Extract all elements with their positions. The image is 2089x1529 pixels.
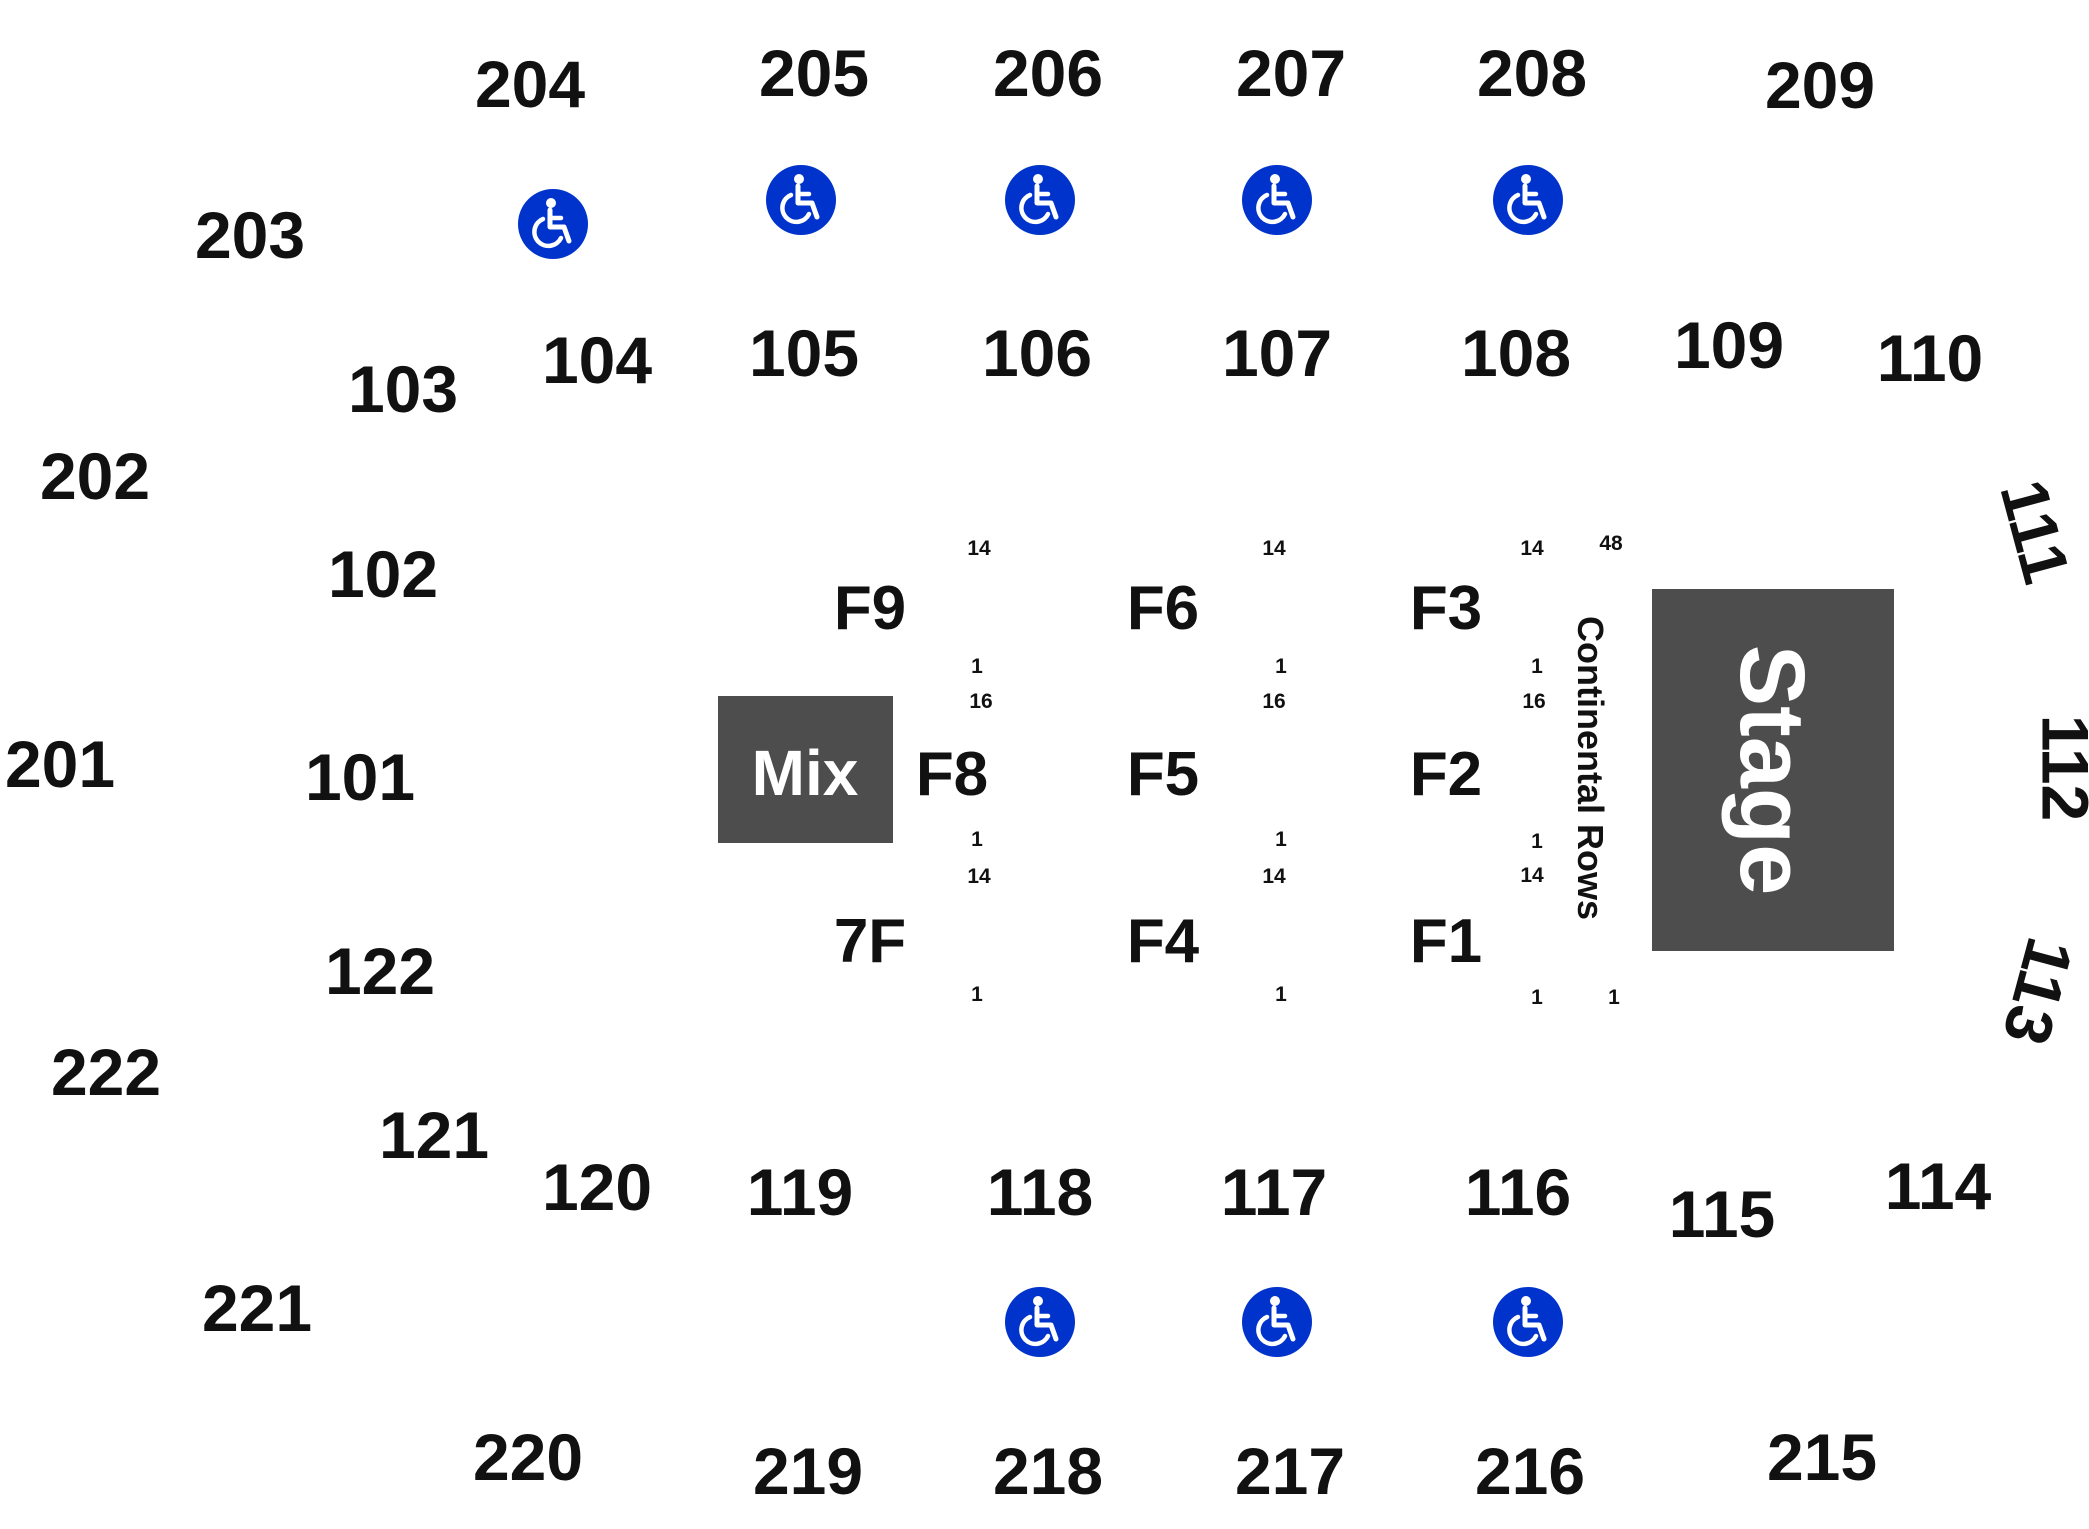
floor-section-f9[interactable]: F9 — [834, 574, 906, 643]
section-107[interactable]: 107 — [1222, 316, 1332, 390]
row-label: 1 — [1531, 830, 1543, 853]
floor-section-f6[interactable]: F6 — [1127, 574, 1199, 643]
floor-section-f2[interactable]: F2 — [1410, 740, 1482, 809]
section-218[interactable]: 218 — [993, 1434, 1103, 1508]
row-label: 16 — [1522, 690, 1545, 713]
stage-label: Stage — [1721, 645, 1823, 896]
row-label: 16 — [1262, 690, 1285, 713]
section-106[interactable]: 106 — [982, 316, 1092, 390]
wheelchair-icon — [1242, 1287, 1312, 1357]
section-216[interactable]: 216 — [1475, 1434, 1585, 1508]
section-116[interactable]: 116 — [1465, 1155, 1571, 1229]
floor-section-7f[interactable]: 7F — [834, 907, 906, 976]
section-121[interactable]: 121 — [379, 1098, 489, 1172]
section-105[interactable]: 105 — [749, 316, 859, 390]
section-104[interactable]: 104 — [542, 323, 652, 397]
wheelchair-icon — [1005, 165, 1075, 235]
row-label: 1 — [1275, 828, 1287, 851]
floor-section-f4[interactable]: F4 — [1127, 907, 1200, 976]
row-label: 16 — [969, 690, 992, 713]
section-207[interactable]: 207 — [1236, 36, 1346, 110]
section-203[interactable]: 203 — [195, 198, 305, 272]
row-label: 14 — [1520, 537, 1544, 560]
section-219[interactable]: 219 — [753, 1434, 863, 1508]
floor-section-f8[interactable]: F8 — [916, 740, 988, 809]
row-label: 14 — [1262, 537, 1286, 560]
floor-section-f3[interactable]: F3 — [1410, 574, 1482, 643]
section-209[interactable]: 209 — [1765, 48, 1875, 122]
section-110[interactable]: 110 — [1877, 321, 1983, 395]
section-102[interactable]: 102 — [328, 537, 438, 611]
wheelchair-icon — [1493, 165, 1563, 235]
section-108[interactable]: 108 — [1461, 316, 1571, 390]
section-101[interactable]: 101 — [305, 740, 415, 814]
section-220[interactable]: 220 — [473, 1420, 583, 1494]
section-119[interactable]: 119 — [747, 1155, 853, 1229]
row-label: 14 — [967, 537, 991, 560]
section-109[interactable]: 109 — [1674, 308, 1784, 382]
section-103[interactable]: 103 — [348, 352, 458, 426]
row-label: 14 — [967, 865, 991, 888]
section-201[interactable]: 201 — [5, 727, 115, 801]
section-205[interactable]: 205 — [759, 36, 869, 110]
row-label: 14 — [1520, 864, 1544, 887]
wheelchair-icon — [766, 165, 836, 235]
wheelchair-icon — [1242, 165, 1312, 235]
mix-block[interactable] — [718, 696, 893, 843]
section-120[interactable]: 120 — [542, 1150, 652, 1224]
section-117[interactable]: 117 — [1221, 1155, 1327, 1229]
wheelchair-icon — [1005, 1287, 1075, 1357]
row-label: 1 — [1531, 986, 1543, 1009]
row-label: 1 — [1608, 986, 1620, 1009]
floor-section-f5[interactable]: F5 — [1127, 740, 1199, 809]
section-111[interactable]: 111 — [1986, 472, 2084, 590]
section-206[interactable]: 206 — [993, 36, 1103, 110]
section-221[interactable]: 221 — [202, 1271, 312, 1345]
section-204[interactable]: 204 — [475, 47, 585, 121]
row-label: 14 — [1262, 865, 1286, 888]
row-label: 1 — [1531, 655, 1543, 678]
floor-section-f1[interactable]: F1 — [1410, 907, 1482, 976]
section-118[interactable]: 118 — [987, 1155, 1093, 1229]
row-label: 48 — [1599, 532, 1623, 555]
section-202[interactable]: 202 — [40, 439, 150, 513]
wheelchair-icon — [518, 189, 588, 259]
row-label: 1 — [971, 828, 983, 851]
continental-rows-label: Continental Rows — [1570, 616, 1611, 920]
section-115[interactable]: 115 — [1669, 1177, 1775, 1251]
row-label: 1 — [1275, 655, 1287, 678]
row-label: 1 — [971, 655, 983, 678]
stage-block — [1652, 589, 1894, 951]
mix-label: Mix — [752, 737, 859, 809]
section-222[interactable]: 222 — [51, 1035, 161, 1109]
section-217[interactable]: 217 — [1235, 1434, 1345, 1508]
row-label: 1 — [971, 983, 983, 1006]
section-122[interactable]: 122 — [325, 934, 435, 1008]
row-label: 1 — [1275, 983, 1287, 1006]
section-113[interactable]: 113 — [1989, 930, 2088, 1052]
section-208[interactable]: 208 — [1477, 36, 1587, 110]
section-112[interactable]: 112 — [2029, 715, 2089, 821]
section-114[interactable]: 114 — [1885, 1149, 1992, 1223]
wheelchair-icon — [1493, 1287, 1563, 1357]
section-215[interactable]: 215 — [1767, 1420, 1877, 1494]
